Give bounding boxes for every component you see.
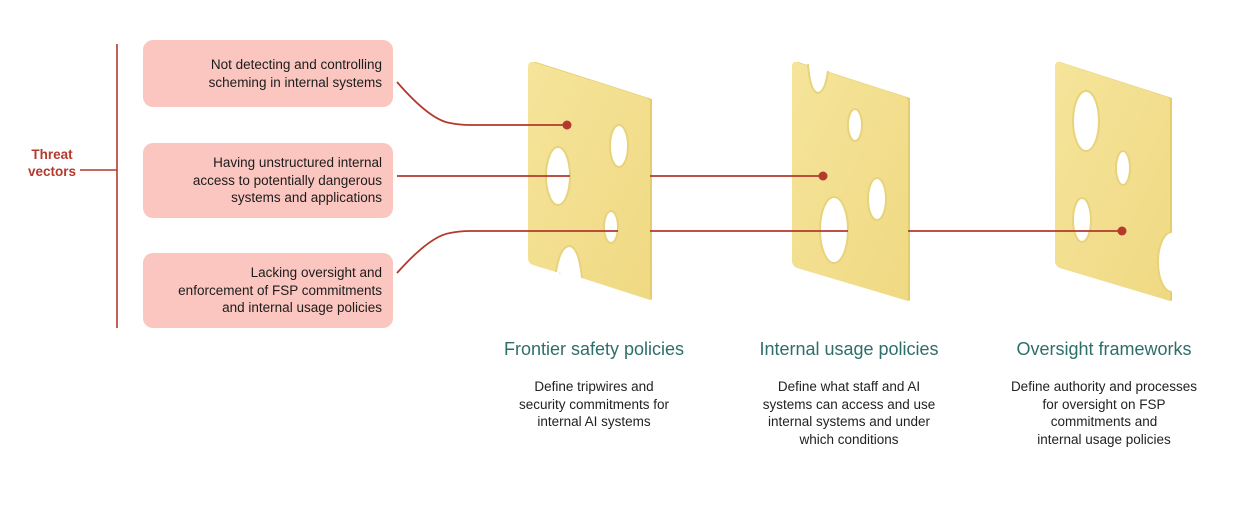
layer-description-internal-usage-policies: Define what staff and AI systems can acc… [729,378,969,448]
cheese-hole [603,210,619,244]
cheese-notch [807,63,829,95]
cheese-hole [609,124,629,168]
cheese-notch [555,244,583,279]
layer-title-frontier-safety-policies: Frontier safety policies [503,339,685,359]
cheese-hole [867,177,887,221]
layer-description-line: Define authority and processes [1010,379,1198,394]
threat-vector-text: access to potentially dangerous [192,172,382,188]
threat-label-line: vectors [27,164,77,179]
layer-description-line: for oversight on FSP [1042,396,1166,412]
layer-description-frontier-safety-policies: Define tripwires and security commitment… [474,378,714,431]
threat-path-2 [397,171,828,181]
threat-vector-box-1: Not detecting and controlling scheming i… [143,40,393,107]
cheese-hole [819,196,849,264]
threat-path-3 [396,226,1127,274]
threat-vector-text: Not detecting and controlling [210,57,382,72]
cheese-hole [1072,197,1092,243]
layer-description-oversight-frameworks: Define authority and processes for overs… [984,378,1224,448]
cheese-hole [847,108,863,142]
cheese-hole [1072,90,1100,152]
threat-vector-text: and internal usage policies [222,300,382,316]
cheese-slice-frontier-safety-policies [528,61,652,300]
threat-path-1 [396,81,572,130]
threat-vector-text: systems and applications [231,190,382,206]
threat-path-line [396,81,567,126]
threat-stop-dot [818,171,828,181]
layer-description-line: Define what staff and AI [777,379,921,394]
threat-stop-dot [1117,226,1127,236]
threat-vectors-bracket [80,44,118,328]
layer-description-line: internal AI systems [537,414,651,429]
cheese-notch [1157,231,1173,293]
threat-vector-text: Lacking oversight and [250,265,382,281]
layer-description-line: systems can access and use [762,396,936,412]
cheese-hole [1115,150,1131,186]
layer-title-oversight-frameworks: Oversight frameworks [1016,339,1192,359]
layer-title-internal-usage-policies: Internal usage policies [759,339,939,359]
layer-description-line: commitments and [1050,414,1158,429]
layer-description-line: Define tripwires and [534,379,654,394]
cheese-slice-internal-usage-policies [792,61,910,301]
threat-vector-box-3: Lacking oversight and enforcement of FSP… [143,253,393,328]
layer-description-line: internal usage policies [1037,431,1171,447]
cheese-slice-oversight-frameworks [1055,61,1173,301]
layer-description-line: which conditions [799,431,899,447]
threat-vector-text: scheming in internal systems [208,74,382,90]
threat-stop-dot [562,120,572,130]
threat-vectors-label: Threat vectors [20,146,84,180]
threat-vector-box-2: Having unstructured internal access to p… [143,143,393,218]
threat-path-line [396,230,618,274]
threat-label-line: Threat [31,147,73,162]
layer-description-line: internal systems and under [767,414,931,429]
threat-vector-text: Having unstructured internal [213,155,382,171]
threat-vector-text: enforcement of FSP commitments [178,282,382,298]
layer-description-line: security commitments for [518,396,670,412]
